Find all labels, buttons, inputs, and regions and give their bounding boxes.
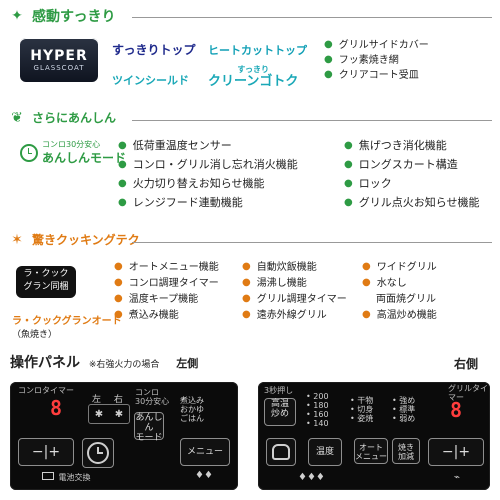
right-burner-icon[interactable]: ✱ [114, 408, 124, 420]
anshin-right-list: 焦げつき消化機能 ロングスカート構造 ロック グリル点火お知らせ機能 [344, 137, 480, 213]
kettle-icon [272, 444, 290, 460]
list-item: コンロ調理タイマー [114, 276, 219, 292]
menu-button[interactable]: メニュー [180, 438, 230, 466]
list-item: 湯沸し機能 [242, 276, 347, 292]
grill-minus-plus-button[interactable]: −|+ [428, 438, 484, 466]
section-kando-title: ✦ 感動すっきり [8, 6, 115, 26]
clock-icon [87, 442, 109, 464]
list-item: 低荷重温度センサー [118, 137, 298, 156]
flame-indicator-left: ♦♦ [195, 470, 213, 481]
section-anshin-title: ❦ さらにあんしん [8, 109, 116, 126]
minus-plus-button[interactable]: −|+ [18, 438, 74, 466]
list-item: 遠赤外線グリル [242, 308, 347, 324]
section-divider [132, 242, 492, 243]
bake-adjust-button[interactable]: 焼き 加減 [392, 438, 420, 464]
la-cook-label: ラ・クックグランオート [12, 316, 122, 327]
list-item: クリアコート受皿 [324, 68, 429, 83]
kando-list: グリルサイドカバー フッ素焼き網 クリアコート受皿 [324, 38, 429, 83]
list-item: 高温炒め機能 [362, 308, 437, 324]
temperature-button[interactable]: 温度 [308, 438, 342, 466]
cooking-col1: オートメニュー機能 コンロ調理タイマー 温度キープ機能 煮込み機能 [114, 260, 219, 324]
list-item: ロングスカート構造 [344, 156, 480, 175]
clock-icon [20, 144, 38, 162]
grill-indicator: ⌁ [454, 472, 461, 483]
fire-icon: ✶ [11, 231, 23, 248]
small-btn-label: コンロ 30分安心 [135, 388, 170, 406]
list-item: 煮込み機能 [114, 308, 219, 324]
sukkiri-top-label: すっきりトップ [112, 43, 196, 57]
list-item: 水なし [362, 276, 437, 292]
right-control-panel: 3秒押し グリルタイマー 高温 炒め • 200 • 180 • 160 • 1… [258, 382, 490, 490]
left-asterisk-buttons[interactable]: ✱ ✱ [88, 404, 130, 424]
list-item: 焦げつき消化機能 [344, 137, 480, 156]
high-temp-stir-fry-button[interactable]: 高温 炒め [264, 398, 296, 426]
list-item: オートメニュー機能 [114, 260, 219, 276]
list-item: ロック [344, 175, 480, 194]
timer-digits: 8 [50, 396, 64, 420]
list-item: フッ素焼き網 [324, 53, 429, 68]
battery-icon [42, 472, 54, 480]
list-item: 温度キープ機能 [114, 292, 219, 308]
grill-settings: • 強め • 標準 • 弱め [392, 396, 416, 423]
list-item: ワイドグリル [362, 260, 437, 276]
clean-gotoku-label: すっきり クリーンゴトク [208, 65, 299, 89]
panel-header: 操作パネル ※右強火力の場合 左側 [10, 355, 199, 371]
left-burner-icon[interactable]: ✱ [94, 408, 104, 420]
kettle-button[interactable] [266, 438, 296, 466]
anshin-mode-badge: コンロ30分安心 あんしんモード [20, 140, 126, 166]
list-item: 自動炊飯機能 [242, 260, 347, 276]
la-cook-note: （魚焼き） [12, 330, 58, 340]
section-divider [132, 120, 492, 121]
cooking-col3: ワイドグリル 水なし 両面焼グリル 高温炒め機能 [362, 260, 437, 324]
anshin-mode-button[interactable]: あんしん モード [134, 412, 164, 443]
right-panel-label: 右側 [454, 357, 479, 371]
flame-indicator-right: ♦♦♦ [298, 472, 325, 483]
list-item: レンジフード連動機能 [118, 194, 298, 213]
left-right-indicators: 左 右 [92, 395, 123, 405]
list-item: 両面焼グリル [376, 294, 436, 305]
grill-sub-labels: • 干物 • 切身 • 姿焼 [350, 396, 374, 423]
auto-menu-button[interactable]: オート メニュー [354, 438, 388, 464]
list-item: グリル調理タイマー [242, 292, 347, 308]
section-cooking-title: ✶ 驚きクッキングテク [8, 231, 140, 248]
anshin-left-list: 低荷重温度センサー コンロ・グリル消し忘れ消火機能 火力切り替えお知らせ機能 レ… [118, 137, 298, 213]
la-cook-badge: ラ・クック グラン同梱 [16, 266, 76, 298]
section-divider [132, 17, 492, 18]
list-item: グリルサイドカバー [324, 38, 429, 53]
twin-shield-label: ツインシールド [112, 74, 189, 87]
battery-status: 電池交換 [42, 472, 91, 482]
hyper-glasscoat-badge: HYPER GLASSCOAT [20, 38, 98, 82]
list-item: 火力切り替えお知らせ機能 [118, 175, 298, 194]
temp-indicators: • 200 • 180 • 160 • 140 [306, 392, 329, 428]
grill-timer-digits: 8 [450, 398, 464, 422]
list-item: グリル点火お知らせ機能 [344, 194, 480, 213]
menu-items: 煮込み おかゆ ごはん [180, 396, 204, 423]
sparkle-icon: ✦ [11, 8, 23, 24]
leaf-icon: ❦ [11, 109, 23, 126]
list-item: コンロ・グリル消し忘れ消火機能 [118, 156, 298, 175]
left-control-panel: コンロタイマー 8 左 右 ✱ ✱ コンロ 30分安心 あんしん モード 煮込み… [10, 382, 238, 490]
timer-clock-button[interactable] [82, 438, 114, 468]
cooking-col2: 自動炊飯機能 湯沸し機能 グリル調理タイマー 遠赤外線グリル [242, 260, 347, 324]
heat-cut-top-label: ヒートカットトップ [208, 44, 307, 57]
